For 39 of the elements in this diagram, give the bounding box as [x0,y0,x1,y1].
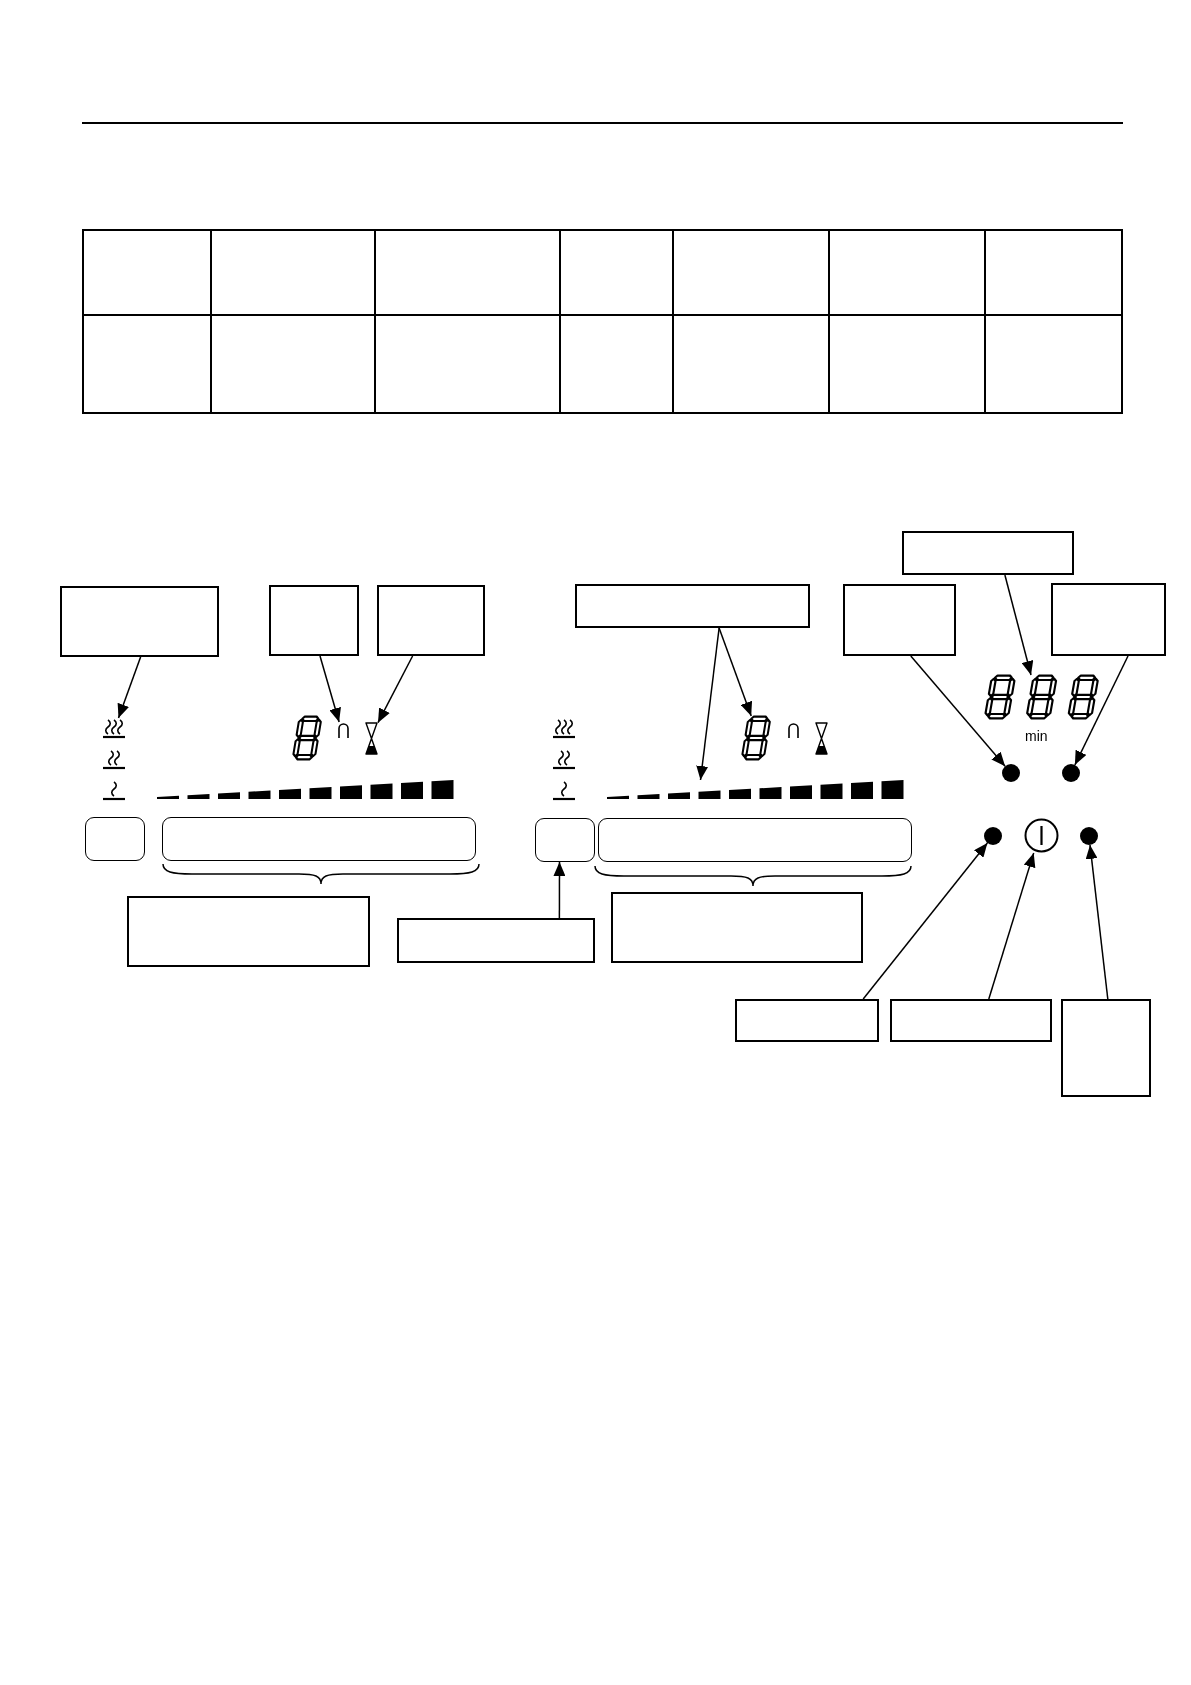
dot [1080,827,1098,845]
callout-box [269,585,359,656]
callout-box [1061,999,1151,1097]
callout-box [890,999,1052,1042]
leader-arrow [910,655,1006,767]
leader-arrow [319,655,341,723]
power-level-bars [607,780,904,799]
leader-arrow [988,852,1036,1000]
hourglass-icon [365,722,378,755]
callout-box [735,999,879,1042]
callout-box [377,585,485,656]
dot [1002,764,1020,782]
callout-box [843,584,956,656]
callout-box [575,584,810,628]
seven-segment-display [983,675,1100,719]
dot [1062,764,1080,782]
callout-box [1051,583,1166,656]
callout-box [611,892,863,963]
power-level-bars [157,780,454,799]
arch-symbol-icon [337,722,350,738]
callout-box [60,586,219,657]
leader-arrow [1004,574,1034,676]
steam-levels-icon [103,718,125,800]
touch-key [535,818,595,862]
leader-arrow [117,656,142,719]
seven-segment-digit [740,716,772,760]
leader-arrow [696,627,720,781]
leader-arrow [1085,844,1109,1000]
callout-box [902,531,1074,575]
power-icon [1024,818,1059,853]
leader-arrow [1074,655,1129,766]
leader-arrow [862,842,989,1000]
unit-label: min [1025,729,1048,745]
callout-box [397,918,595,963]
leader-arrow [718,627,753,717]
leader-arrow [553,861,566,919]
callout-box [127,896,370,967]
dot [984,827,1002,845]
leader-arrow [377,655,414,724]
